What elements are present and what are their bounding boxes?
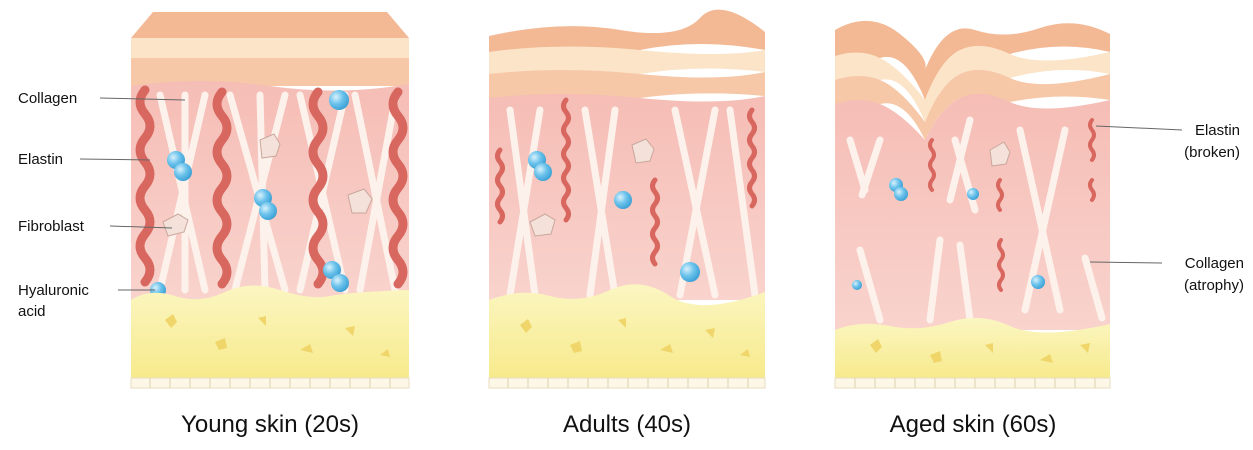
- epidermis-top-face: [131, 12, 409, 38]
- label-hyaluronic-2: acid: [18, 303, 46, 320]
- panel-young: [131, 12, 409, 388]
- label-elastin-broken-1: Elastin: [1195, 122, 1240, 139]
- label-collagen-atrophy-1: Collagen: [1185, 255, 1244, 272]
- panel-adult: [489, 10, 765, 388]
- epidermis-band: [131, 38, 409, 58]
- label-elastin: Elastin: [18, 151, 63, 168]
- caption-adult: Adults (40s): [563, 411, 691, 438]
- label-collagen: Collagen: [18, 90, 77, 107]
- fat-layer: [131, 285, 409, 378]
- label-elastin-broken-2: (broken): [1184, 144, 1240, 161]
- base-layer: [835, 378, 1110, 388]
- label-collagen-atrophy-2: (atrophy): [1184, 277, 1244, 294]
- base-layer: [489, 378, 765, 388]
- right-labels: Elastin (broken) Collagen (atrophy): [1090, 122, 1244, 294]
- caption-aged: Aged skin (60s): [890, 411, 1057, 438]
- label-fibroblast: Fibroblast: [18, 218, 85, 235]
- caption-young: Young skin (20s): [181, 411, 359, 438]
- captions: Young skin (20s) Adults (40s) Aged skin …: [181, 411, 1056, 438]
- label-hyaluronic-1: Hyaluronic: [18, 282, 89, 299]
- panel-aged: [835, 21, 1110, 388]
